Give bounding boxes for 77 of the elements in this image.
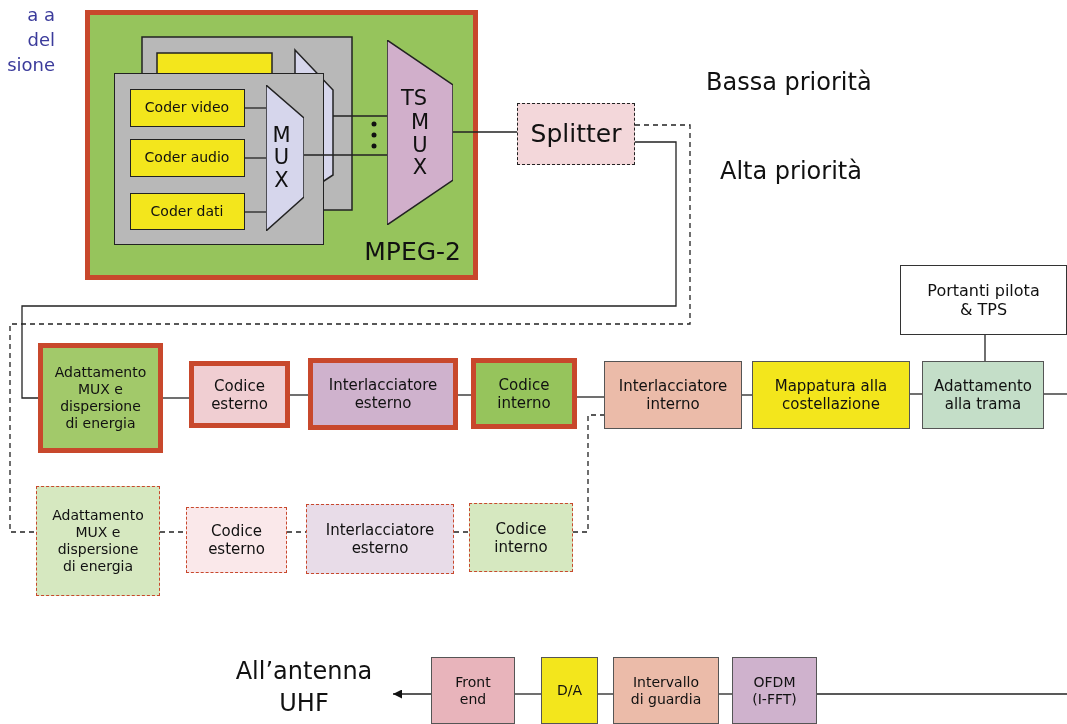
mux-label: MUX: [271, 124, 292, 191]
note-text: sione: [6, 54, 55, 75]
block-label: Codice interno: [496, 375, 552, 412]
splitter-box: [517, 103, 635, 165]
block-label: OFDM (I-FFT): [751, 673, 798, 708]
connector-line: [453, 531, 470, 533]
block-label: Codice esterno: [210, 376, 269, 413]
connector-line: [452, 131, 518, 133]
mux-label: MUX: [409, 111, 431, 178]
block-label: Interlacciatore interno: [617, 377, 729, 413]
coder-block: [129, 192, 245, 230]
process-box: [471, 358, 577, 429]
connector-line: [984, 334, 986, 362]
process-box: [752, 361, 910, 429]
block-label: Coder dati: [150, 202, 224, 220]
coder-block: [129, 138, 245, 177]
block-label: Coder video: [144, 99, 230, 116]
connector-line: [597, 693, 614, 695]
block-label: Coder audio: [144, 149, 230, 166]
block-label: Interlacciatore esterno: [324, 521, 436, 557]
mpeg2-encoder-panel: [85, 10, 478, 280]
block-label: Adattamento alla trama: [932, 377, 1034, 413]
program-panel: [114, 73, 324, 245]
connector-line: [909, 393, 923, 395]
mux-label: TS: [400, 87, 428, 110]
process-box: [613, 657, 719, 724]
block-label: Interlacciatore esterno: [327, 376, 439, 412]
block-label: D/A: [556, 682, 583, 699]
block-label: Mappatura alla costellazione: [773, 377, 889, 413]
note-text: del: [26, 29, 55, 50]
arrow: [392, 689, 432, 699]
note-text: Alta priorità: [720, 157, 862, 185]
antenna-text: All’antenna UHF: [234, 655, 374, 719]
block-label: Adattamento MUX e dispersione di energia: [53, 364, 148, 432]
block-label: Intervallo di guardia: [629, 673, 703, 708]
connector-line: [457, 394, 472, 396]
connector-line: [9, 124, 691, 533]
connector-line: [289, 394, 309, 396]
process-box: [541, 657, 598, 724]
process-box: [469, 503, 573, 572]
connector-line: [718, 693, 733, 695]
connector-line: [244, 157, 267, 159]
block-label: Adattamento MUX e dispersione di energia: [51, 507, 145, 575]
process-box: [189, 361, 290, 428]
connector-line: [303, 154, 388, 156]
note-text: a a: [26, 4, 55, 25]
process-box: [186, 507, 287, 573]
connector-line: [572, 414, 605, 533]
connector-line: [21, 141, 677, 399]
process-box: [431, 657, 515, 724]
process-box: [36, 486, 160, 596]
connector-line: [162, 397, 190, 399]
connector-line: [514, 693, 542, 695]
process-box: [38, 343, 163, 453]
process-box: [900, 265, 1067, 335]
block-label: Codice interno: [493, 519, 549, 556]
block-label: Codice esterno: [207, 522, 266, 558]
connector-line: [1043, 393, 1067, 395]
process-box: [604, 361, 742, 429]
connector-line: [576, 396, 605, 398]
process-box: [922, 361, 1044, 429]
connector-line: [286, 531, 307, 533]
block-label: Portanti pilota & TPS: [926, 280, 1041, 320]
connector-line: [741, 394, 753, 396]
connector-line: [816, 693, 1067, 695]
coder-block: [129, 88, 245, 127]
process-box: [306, 504, 454, 574]
panel-title: MPEG-2: [364, 237, 461, 267]
block-label: Splitter: [530, 119, 622, 149]
process-box: [308, 358, 458, 430]
mux-trapezoid: [265, 84, 304, 231]
connector-line: [244, 211, 267, 213]
ts-mux-trapezoid: [387, 40, 453, 225]
block-label: Front end: [454, 673, 492, 708]
connector-line: [244, 107, 267, 109]
note-text: Bassa priorità: [706, 68, 872, 96]
process-box: [732, 657, 817, 724]
